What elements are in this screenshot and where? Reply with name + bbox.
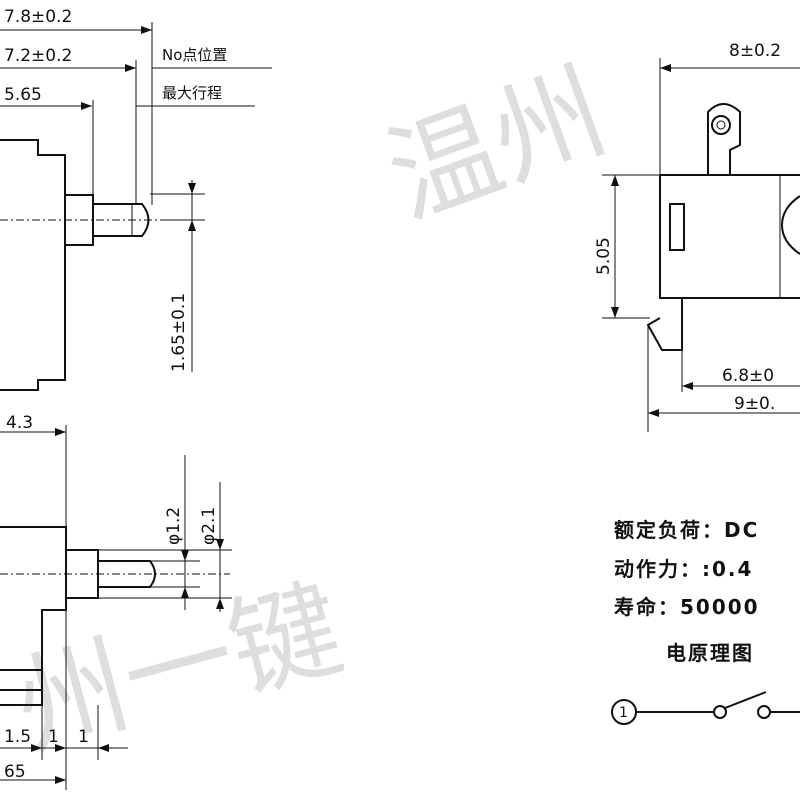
switch-contact-left xyxy=(713,705,727,719)
dim-arrow xyxy=(660,64,671,72)
schematic: 1 xyxy=(611,691,800,725)
spec-block: 额定负荷：DC 动作力：:0.4 寿命：50000 电原理图 xyxy=(614,518,760,665)
terminal-tab xyxy=(707,103,741,175)
dim-arrow xyxy=(216,598,224,609)
dim-arrow xyxy=(125,64,136,72)
dim-arrow xyxy=(55,428,66,436)
note-no-position: No点位置 xyxy=(162,46,227,64)
dim-arrow xyxy=(31,744,42,752)
dim-arrow xyxy=(611,175,619,186)
schematic-title: 电原理图 xyxy=(666,641,754,665)
plunger-circle xyxy=(780,195,800,255)
dim-arrow xyxy=(648,409,659,417)
switch-lever xyxy=(724,691,767,709)
dim-arrow xyxy=(81,102,92,110)
terminal-hole-inner xyxy=(716,120,726,130)
dim-arrow xyxy=(216,539,224,550)
dim-7-8: 7.8±0.2 xyxy=(4,7,72,27)
watermark-top: 温州 xyxy=(372,47,623,243)
dim-arrow xyxy=(188,220,196,231)
dim-7-2: 7.2±0.2 xyxy=(4,46,72,66)
dim-arrow xyxy=(55,744,66,752)
dim-5-65: 5.65 xyxy=(4,85,42,105)
dim-arrow xyxy=(611,307,619,318)
dim-arrow xyxy=(181,550,189,561)
top-view: 4.3 φ1.2 φ2.1 1.5 1 1 xyxy=(0,413,232,790)
dim-1-b: 1 xyxy=(78,727,89,747)
dim-phi-1-2: φ1.2 xyxy=(164,507,184,545)
dim-arrow xyxy=(181,587,189,598)
spec-rated-load: 额定负荷：DC xyxy=(614,518,759,542)
spec-operating-force: 动作力：:0.4 xyxy=(614,557,753,581)
dim-5-65-bottom: 65 xyxy=(4,762,26,782)
spec-life: 寿命：50000 xyxy=(614,595,760,619)
pin-1-label: 1 xyxy=(619,705,628,721)
dim-1-5: 1.5 xyxy=(4,727,31,747)
mount-foot xyxy=(646,298,683,351)
dim-5-05: 5.05 xyxy=(594,237,614,275)
dim-1-65: 1.65±0.1 xyxy=(169,293,189,372)
watermark: 温州 xyxy=(372,47,623,243)
dim-8: 8±0.2 xyxy=(729,41,781,61)
dim-arrow xyxy=(141,26,152,34)
dim-4-3: 4.3 xyxy=(6,413,33,433)
front-view: 8±0.2 5.05 6.8±0 9±0. xyxy=(594,41,800,432)
dim-phi-2-1: φ2.1 xyxy=(199,507,219,545)
dim-6-8: 6.8±0 xyxy=(722,366,774,386)
switch-contact-right xyxy=(757,705,771,719)
terminal-hole xyxy=(711,115,731,135)
dim-arrow xyxy=(188,183,196,194)
note-max-travel: 最大行程 xyxy=(162,84,222,102)
dim-arrow xyxy=(55,776,66,784)
dim-arrow xyxy=(682,382,693,390)
dim-1-a: 1 xyxy=(48,727,59,747)
switch-body-side xyxy=(0,139,66,391)
body-outline xyxy=(659,175,800,299)
dim-9: 9±0. xyxy=(734,394,775,414)
body-slot xyxy=(669,203,685,251)
side-view: 7.8±0.2 7.2±0.2 5.65 No点位置 最大行程 1.65±0.1 xyxy=(0,7,272,391)
dim-arrow xyxy=(98,744,109,752)
